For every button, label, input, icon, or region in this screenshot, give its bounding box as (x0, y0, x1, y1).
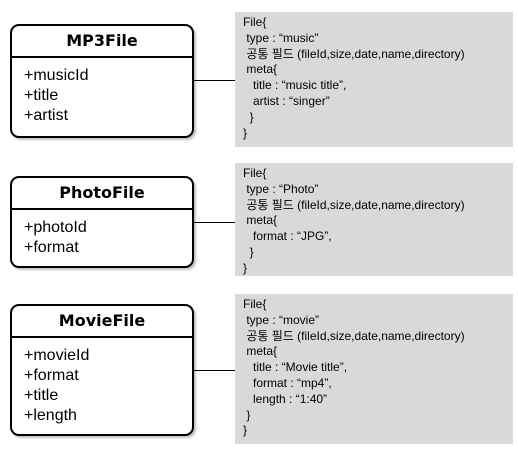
note-line: } (243, 244, 254, 259)
json-note-music: File{ type : “music” 공통 필드 (fileId,size,… (235, 12, 513, 147)
note-line: } (243, 260, 248, 275)
note-line: meta{ (243, 213, 278, 228)
note-line: 공통 필드 (fileId,size,date,name,directory) (243, 197, 465, 212)
class-attributes: +movieId +format +title +length (12, 338, 192, 426)
note-line: } (243, 125, 248, 140)
json-note-movie: File{ type : “movie” 공통 필드 (fileId,size,… (235, 294, 513, 444)
class-attribute: +format (24, 367, 79, 384)
note-line: } (243, 423, 248, 438)
note-line: format : “mp4”, (243, 375, 332, 390)
note-line: type : “movie” (243, 312, 320, 327)
note-line: title : “Movie title”, (243, 360, 348, 375)
class-attributes: +photoId +format (12, 210, 192, 258)
class-attribute: +title (24, 387, 59, 404)
note-line: meta{ (243, 62, 278, 77)
class-attribute: +length (24, 407, 77, 424)
class-attribute: +title (24, 87, 59, 104)
class-attributes: +musicId +title +artist (12, 58, 192, 126)
connector-line (194, 80, 235, 81)
note-line: } (243, 407, 251, 422)
class-attribute: +artist (24, 107, 69, 124)
note-line: meta{ (243, 344, 278, 359)
note-line: File{ (243, 166, 267, 180)
note-line: type : “Photo” (243, 181, 319, 196)
mp3file-class-box: MP3File +musicId +title +artist (10, 24, 194, 138)
note-line: 공통 필드 (fileId,size,date,name,directory) (243, 46, 465, 61)
class-title: PhotoFile (12, 178, 192, 210)
note-line: } (243, 109, 254, 124)
connector-line (194, 222, 235, 223)
note-line: artist : “singer” (243, 93, 330, 108)
class-attribute: +photoId (24, 219, 87, 236)
moviefile-class-box: MovieFile +movieId +format +title +lengt… (10, 304, 194, 436)
photofile-class-box: PhotoFile +photoId +format (10, 176, 194, 268)
note-line: File{ (243, 15, 267, 29)
json-note-photo: File{ type : “Photo” 공통 필드 (fileId,size,… (235, 163, 513, 276)
note-line: title : “music title”, (243, 78, 347, 93)
note-line: type : “music” (243, 30, 319, 45)
class-attribute: +musicId (24, 67, 89, 84)
note-line: 공통 필드 (fileId,size,date,name,directory) (243, 328, 465, 343)
class-attribute: +format (24, 239, 79, 256)
note-line: length : “1:40” (243, 391, 328, 406)
class-title: MP3File (12, 26, 192, 58)
connector-line (194, 370, 235, 371)
class-attribute: +movieId (24, 347, 90, 364)
note-line: File{ (243, 297, 267, 311)
note-line: format : “JPG”, (243, 229, 332, 244)
class-title: MovieFile (12, 306, 192, 338)
